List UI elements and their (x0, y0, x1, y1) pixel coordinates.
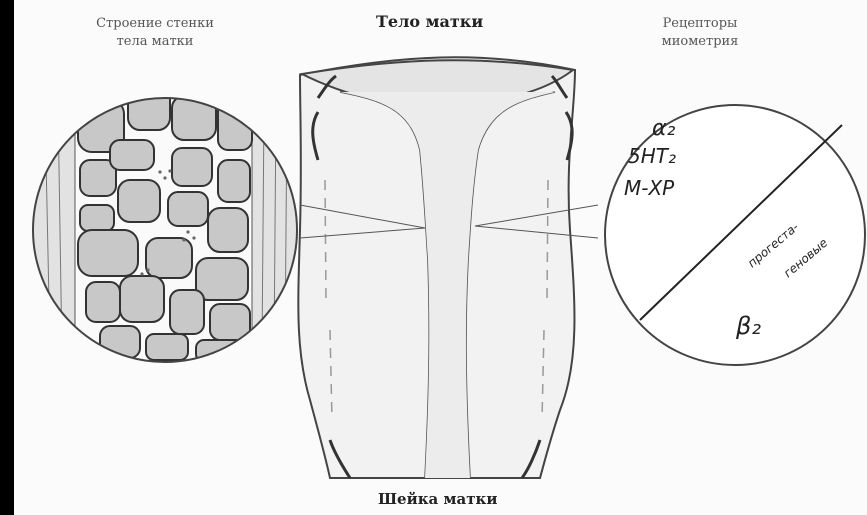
receptors-circle: α₂ 5HT₂ М-ХР прогеста- геновые β₂ (605, 105, 865, 365)
receptor-alpha: α₂ (652, 116, 676, 141)
receptors-label-line1: Рецепторы (640, 15, 760, 33)
muscle-cell (80, 205, 114, 231)
receptors-label-line2: миометрия (640, 33, 760, 51)
uterus-body-title: Тело матки (376, 12, 483, 31)
muscle-cell (78, 230, 138, 276)
muscle-cell (146, 238, 192, 278)
muscle-cell (146, 334, 188, 360)
muscle-cell (120, 276, 164, 322)
cervix-title: Шейка матки (378, 490, 497, 508)
wall-structure-label-line1: Строение стенки (70, 15, 240, 33)
receptor-mchr: М-ХР (624, 176, 675, 200)
muscle-cell (118, 180, 160, 222)
muscle-cell (218, 160, 250, 202)
muscle-cell (208, 208, 248, 252)
muscle-cell (168, 192, 208, 226)
receptor-beta: β₂ (735, 312, 761, 340)
muscle-cell (110, 140, 154, 170)
muscle-cell (170, 290, 204, 334)
receptors-label: Рецепторы миометрия (640, 15, 760, 51)
muscle-cell (196, 258, 248, 300)
wall-structure-label-line2: тела матки (70, 33, 240, 51)
muscle-cell (172, 148, 212, 186)
receptor-serotonin: 5HT₂ (628, 144, 676, 168)
wall-structure-label: Строение стенки тела матки (70, 15, 240, 51)
uterus-drawing (298, 57, 598, 478)
muscle-cell (86, 282, 120, 322)
